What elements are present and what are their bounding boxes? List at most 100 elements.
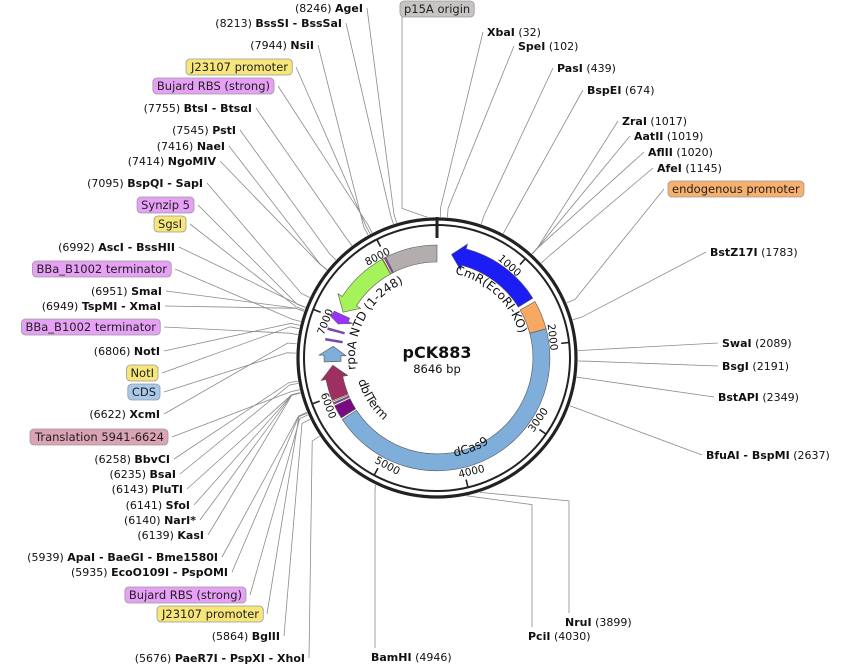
cmr-arrow[interactable] — [451, 243, 534, 308]
scale-tick — [312, 308, 321, 314]
feature-label-j23107-promoter[interactable]: J23107 promoter — [156, 605, 264, 623]
feature-label-text: Bujard RBS (strong) — [157, 79, 270, 93]
p15a-origin-arc[interactable] — [385, 244, 438, 273]
site-label-ngomiv[interactable]: (7414) NgoMIV — [128, 155, 217, 168]
site-label-paer7i-pspxi-xhoi[interactable]: (5676) PaeR7I - PspXI - XhoI — [135, 652, 305, 665]
feature-label-noti[interactable]: NotI — [126, 364, 159, 382]
feature-label-j23107-promoter[interactable]: J23107 promoter — [185, 58, 293, 76]
site-label-bbvci[interactable]: (6258) BbvCI — [94, 453, 170, 466]
dcas9-arc[interactable] — [341, 328, 551, 472]
site-label-bsai[interactable]: (6235) BsaI — [109, 468, 176, 481]
leader-line — [266, 412, 308, 615]
leader-lines — [161, 7, 719, 659]
site-label-xcmi[interactable]: (6622) XcmI — [89, 408, 160, 421]
site-label-afei[interactable]: AfeI (1145) — [657, 162, 722, 175]
feature-label-sgsi[interactable]: SgsI — [153, 215, 187, 233]
leader-line — [308, 435, 320, 659]
site-label-bspqi-sapi[interactable]: (7095) BspQI - SapI — [87, 177, 203, 190]
site-position: (5939) — [27, 551, 64, 564]
leader-line — [540, 167, 654, 264]
site-label-sfoi[interactable]: (6141) SfoI — [126, 499, 190, 512]
rpoa-ntd-arrow[interactable] — [337, 258, 391, 313]
site-label-btsi-bts-i[interactable]: (7755) BtsI - BtsαI — [144, 102, 252, 115]
plasmid-name: pCK883 — [403, 343, 472, 362]
site-label-naei[interactable]: (7416) NaeI — [157, 140, 225, 153]
site-label-xbai[interactable]: XbaI (32) — [487, 26, 541, 39]
site-label-bspei[interactable]: BspEI (674) — [587, 84, 655, 97]
site-label-agei[interactable]: (8246) AgeI — [295, 2, 363, 15]
site-label-spei[interactable]: SpeI (102) — [518, 40, 578, 53]
site-label-bamhi[interactable]: BamHI (4946) — [371, 651, 452, 664]
site-position: (2191) — [752, 360, 789, 373]
endogenous-promoter-arc[interactable] — [519, 301, 547, 334]
site-label-kasi[interactable]: (6139) KasI — [137, 529, 204, 542]
site-position: (7944) — [250, 39, 287, 52]
feature-label-bujard-rbs-strong[interactable]: Bujard RBS (strong) — [152, 77, 275, 95]
site-name: ApaI - BaeGI - Bme1580I — [67, 551, 218, 564]
bba-b1002-terminator-arc[interactable] — [325, 338, 343, 344]
site-name: TspMI - XmaI — [82, 300, 161, 313]
site-label-apai-baegi-bme1580i[interactable]: (5939) ApaI - BaeGI - Bme1580I — [27, 551, 218, 564]
site-label-tspmi-xmai[interactable]: (6949) TspMI - XmaI — [42, 300, 161, 313]
site-position: (6949) — [42, 300, 79, 313]
site-label-aflii[interactable]: AflII (1020) — [648, 146, 713, 159]
leader-line — [569, 405, 703, 456]
dblterm-arc[interactable] — [334, 398, 357, 419]
feature-label-box — [136, 196, 195, 214]
feature-label-text: endogenous promoter — [672, 182, 800, 196]
site-name: KasI — [177, 529, 204, 542]
site-label-pasi[interactable]: PasI (439) — [557, 62, 616, 75]
site-label-aatii[interactable]: AatII (1019) — [634, 130, 703, 143]
site-label-nari[interactable]: (6140) NarI* — [124, 514, 196, 527]
feature-label-bba-b1002-terminator[interactable]: BBa_B1002 terminator — [21, 318, 161, 336]
site-name: SfoI — [166, 499, 190, 512]
site-label-bfuai-bspmi[interactable]: BfuAI - BspMI (2637) — [706, 449, 830, 462]
site-position: (6143) — [112, 483, 149, 496]
bujard-rbs-arc[interactable] — [383, 256, 394, 274]
feature-label-endogenous-promoter[interactable]: endogenous promoter — [667, 180, 805, 198]
site-label-nsii[interactable]: (7944) NsiI — [250, 39, 314, 52]
site-position: (1017) — [650, 115, 687, 128]
site-name: PstI — [212, 124, 236, 137]
site-position: (6258) — [94, 453, 131, 466]
site-label-noti[interactable]: (6806) NotI — [94, 345, 160, 358]
feature-label-box — [185, 58, 293, 76]
translation-arrow[interactable] — [320, 364, 349, 401]
site-label-bstapi[interactable]: BstAPI (2349) — [718, 391, 799, 404]
site-position: (7414) — [128, 155, 165, 168]
site-label-pcii[interactable]: PciI (4030) — [528, 630, 591, 643]
feature-label-synzip-5[interactable]: Synzip 5 — [136, 196, 195, 214]
site-name: AscI - BssHII — [98, 241, 175, 254]
site-label-zrai[interactable]: ZraI (1017) — [622, 115, 687, 128]
leader-line — [566, 188, 665, 304]
site-name: BglII — [252, 630, 280, 643]
site-label-bglii[interactable]: (5864) BglII — [212, 630, 280, 643]
bujard-rbs-arc[interactable] — [332, 395, 350, 405]
site-name: SmaI — [131, 285, 162, 298]
site-label-bsgi[interactable]: BsgI (2191) — [722, 360, 789, 373]
site-position: (102) — [549, 40, 579, 53]
leader-line — [171, 389, 300, 438]
feature-label-translation-5941-6624[interactable]: Translation 5941-6624 — [29, 428, 169, 446]
site-position: (8213) — [215, 17, 252, 30]
site-label-ecoo109i-pspomi[interactable]: (5935) EcoO109I - PspOMI — [71, 566, 228, 579]
site-name: NaeI — [197, 140, 225, 153]
feature-label-p15a-origin[interactable]: p15A origin — [399, 0, 475, 18]
site-label-bstz17i[interactable]: BstZ17I (1783) — [710, 246, 798, 259]
cds-arrow[interactable] — [317, 345, 347, 363]
feature-label-cds[interactable]: CDS — [127, 383, 161, 401]
bba-b1002-terminator-arc[interactable] — [327, 327, 345, 335]
site-position: (5676) — [135, 652, 172, 665]
site-label-nrui[interactable]: NruI (3899) — [565, 616, 632, 629]
site-label-smai[interactable]: (6951) SmaI — [91, 285, 162, 298]
leader-line — [401, 17, 428, 218]
site-label-asci-bsshii[interactable]: (6992) AscI - BssHII — [58, 241, 175, 254]
site-label-swai[interactable]: SwaI (2089) — [722, 337, 792, 350]
feature-label-bujard-rbs-strong[interactable]: Bujard RBS (strong) — [124, 586, 247, 604]
synzip5-arrow[interactable] — [327, 310, 353, 325]
site-label-pluti[interactable]: (6143) PluTI — [112, 483, 183, 496]
feature-label-bba-b1002-terminator[interactable]: BBa_B1002 terminator — [32, 260, 172, 278]
site-label-bsssi-bsssai[interactable]: (8213) BssSI - BssSaI — [215, 17, 342, 30]
site-name: NsiI — [290, 39, 314, 52]
site-label-psti[interactable]: (7545) PstI — [172, 124, 236, 137]
